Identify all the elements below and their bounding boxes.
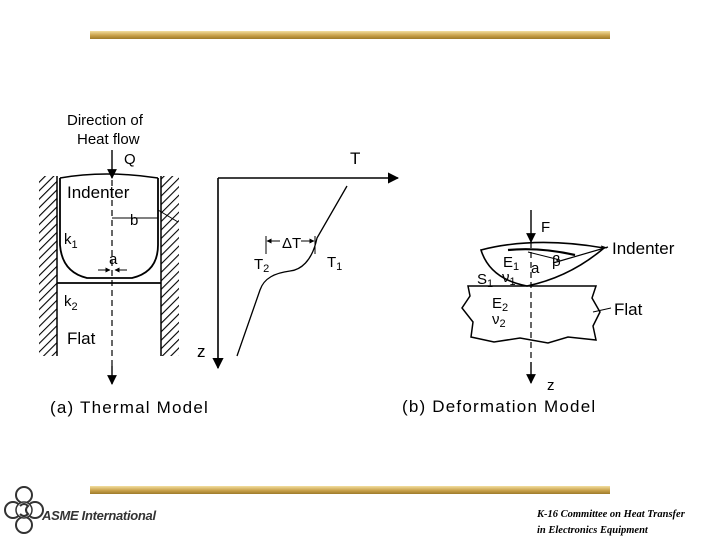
logo-bottom-lobe — [15, 516, 33, 534]
force-f-label: F — [541, 219, 550, 236]
conductivity-k2-label: k2 — [64, 293, 78, 313]
indenter-top-line — [59, 173, 159, 179]
poisson-nu2-label: ν2 — [492, 311, 506, 330]
t1-label: T1 — [327, 254, 342, 273]
depth-axis-label: z — [197, 342, 206, 361]
indenter-label: Indenter — [67, 183, 130, 202]
temperature-profile-curve — [236, 185, 348, 357]
radius-b-label: b — [130, 212, 138, 229]
flat-body-outline — [461, 285, 601, 344]
contact-radius-a-label: a — [109, 251, 118, 268]
deformed-indenter-outline — [479, 241, 606, 287]
contact-surface-line — [507, 248, 576, 257]
asme-logo — [4, 486, 44, 534]
flat-callout-label: Flat — [614, 300, 643, 319]
deformation-model-caption: (b) Deformation Model — [402, 397, 596, 416]
heat-flow-direction-line2: Heat flow — [77, 131, 140, 148]
temperature-profile-plot: T z ΔT T2 T1 — [197, 149, 400, 370]
heat-flow-direction-line1: Direction of — [67, 112, 144, 129]
deformation-model: F E1 ν1 a β S1 Indenter E2 ν2 Flat z (b)… — [402, 210, 675, 416]
indenter-leader-line — [552, 246, 609, 264]
deformation-z-label: z — [547, 377, 555, 394]
thermal-model-caption: (a) Thermal Model — [50, 398, 209, 417]
contact-a-label: a — [531, 260, 540, 277]
heat-flux-q-label: Q — [124, 151, 136, 168]
indenter-callout-label: Indenter — [612, 239, 675, 258]
temperature-axis-label: T — [350, 149, 360, 168]
asme-wordmark: ASME International — [42, 508, 156, 523]
committee-line-1: K-16 Committee on Heat Transfer — [537, 509, 685, 520]
modulus-e2-label: E2 — [492, 295, 508, 314]
slope-beta-line — [527, 251, 561, 261]
thermal-model: Direction of Heat flow Q Indenter b k1 a… — [39, 112, 209, 417]
t2-label: T2 — [254, 256, 269, 275]
top-divider-bar — [90, 31, 610, 39]
left-wall-hatch — [39, 176, 57, 356]
modulus-e1-label: E1 — [503, 254, 519, 273]
flat-label: Flat — [67, 329, 96, 348]
committee-line-2: in Electronics Equipment — [537, 525, 648, 536]
delta-t-label: ΔT — [282, 235, 301, 252]
radius-b-leader — [157, 209, 179, 223]
indenter-outline — [59, 178, 159, 279]
bottom-divider-bar — [90, 486, 610, 494]
flat-leader-line — [592, 307, 612, 313]
poisson-nu1-label: ν1 — [502, 269, 516, 288]
committee-credit: K-16 Committee on Heat Transfer in Elect… — [537, 507, 717, 539]
conductivity-k1-label: k1 — [64, 231, 78, 251]
logo-top-lobe — [15, 486, 33, 504]
right-wall-hatch — [161, 176, 179, 356]
roughness-s1-label: S1 — [477, 271, 493, 290]
